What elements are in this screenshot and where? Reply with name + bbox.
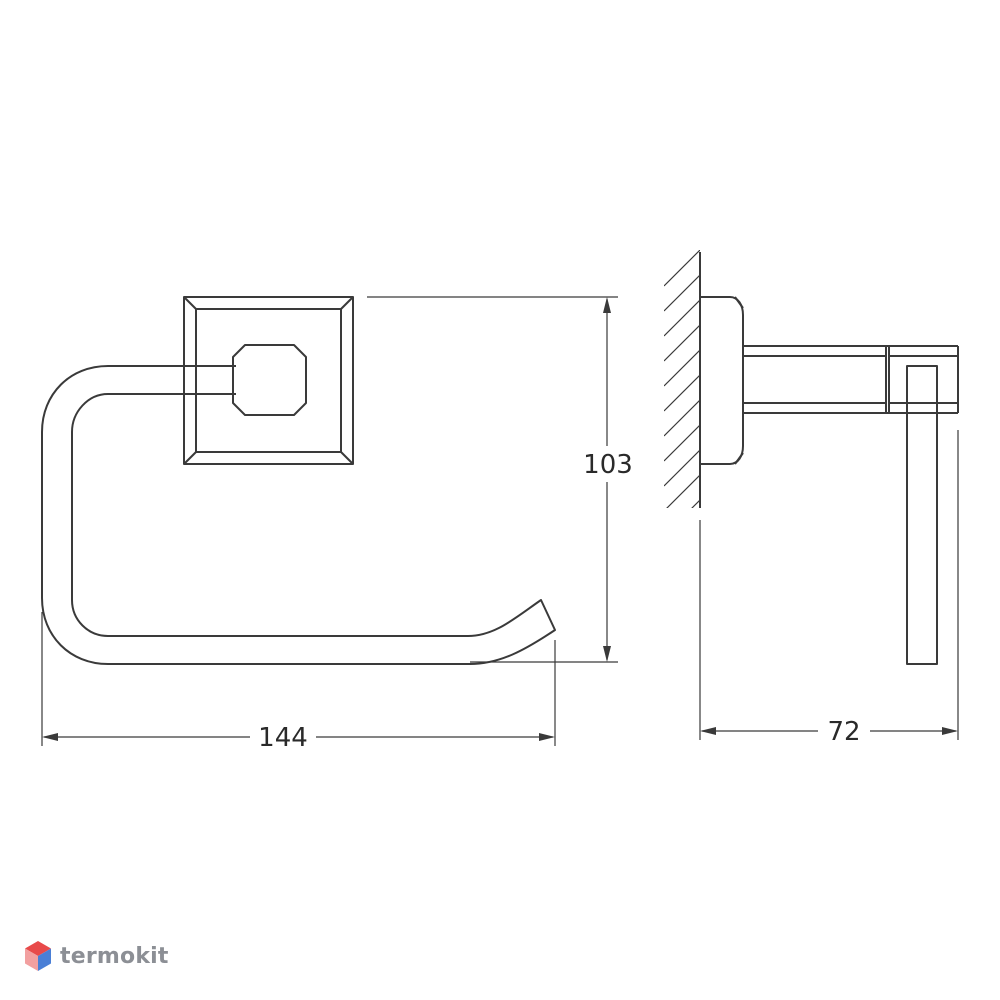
side-base (700, 296, 744, 465)
side-hanging-bar (906, 365, 938, 665)
width-dimension-label: 144 (258, 723, 308, 753)
brand-name: termokit (60, 943, 169, 969)
front-view (41, 296, 556, 665)
side-dimensions (699, 430, 959, 740)
octagonal-knob (232, 344, 307, 416)
wall-hatching (664, 250, 700, 508)
height-dimension-label: 103 (583, 450, 633, 480)
wall-plate (183, 296, 354, 465)
front-dimensions (41, 296, 618, 746)
front-arrowheads (42, 297, 611, 741)
cube-logo-icon (25, 941, 51, 971)
holder-arm (41, 365, 556, 665)
brand-logo: termokit (24, 936, 169, 976)
side-arrowheads (700, 727, 958, 735)
side-view (699, 252, 959, 665)
side-arm (743, 345, 959, 414)
depth-dimension-label: 72 (827, 717, 860, 747)
